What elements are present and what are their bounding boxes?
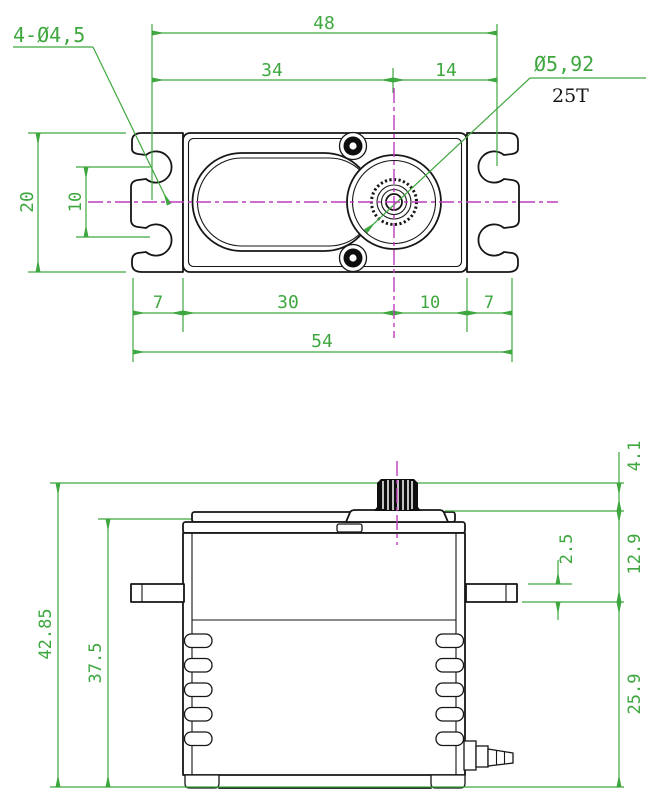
foot-left xyxy=(184,774,220,789)
cooling-fin xyxy=(183,706,213,722)
cooling-fin xyxy=(183,657,213,673)
dim-10-vert-label: 10 xyxy=(66,192,86,212)
dim-20-label: 20 xyxy=(17,191,38,213)
dim-48-label: 48 xyxy=(313,13,335,34)
dim-30-label: 30 xyxy=(277,292,299,313)
cap-detail-bump xyxy=(336,523,363,533)
screw-bottom-hole xyxy=(349,254,357,262)
dim-54-label: 54 xyxy=(311,331,333,352)
cooling-fin xyxy=(183,682,213,698)
dim-25-9-label: 25.9 xyxy=(625,674,645,715)
servo-case-side xyxy=(182,532,466,776)
spline-tooth-count-label: 25T xyxy=(552,85,589,107)
cooling-fin xyxy=(183,731,213,747)
cooling-fins-left xyxy=(183,633,213,747)
dim-10-right-label: 10 xyxy=(420,293,440,313)
top-cap-lower-plate xyxy=(182,521,466,534)
connector-block xyxy=(475,745,489,768)
cooling-fin xyxy=(435,731,465,747)
mounting-flange-right xyxy=(465,583,518,603)
dim-12-9-label: 12.9 xyxy=(625,534,645,575)
dim-34-label: 34 xyxy=(261,60,283,81)
cooling-fins-right xyxy=(435,633,465,747)
top-view-dimensions: 48 34 14 7 30 10 7 54 20 10 4-Ø4,5 xyxy=(13,13,646,362)
spline-shaft-teeth xyxy=(382,480,413,510)
centerlines xyxy=(88,88,558,545)
mounting-flange-left xyxy=(130,583,185,603)
cooling-fin xyxy=(435,706,465,722)
dim-14-label: 14 xyxy=(435,60,457,81)
cooling-fin xyxy=(435,657,465,673)
side-view-dimensions: 42.85 37.5 4.1 12.9 25.9 2.5 xyxy=(36,441,645,788)
mounting-hole-callout: 4-Ø4,5 xyxy=(13,23,85,47)
side-view xyxy=(130,509,518,789)
dim-4-1-label: 4.1 xyxy=(625,441,645,472)
cooling-fin xyxy=(435,633,465,649)
dim-7-left-label: 7 xyxy=(153,293,163,313)
dim-7-right-label: 7 xyxy=(484,293,494,313)
dim-42-85-label: 42.85 xyxy=(36,608,56,659)
cooling-fin xyxy=(435,682,465,698)
connector-plate xyxy=(463,740,477,771)
leader-line-holes xyxy=(92,46,172,206)
spline-diameter-label: Ø5,92 xyxy=(534,52,594,76)
cooling-fin xyxy=(183,633,213,649)
dim-37-5-label: 37.5 xyxy=(86,643,106,684)
dim-2-5-label: 2.5 xyxy=(557,534,577,565)
wire-connector xyxy=(463,740,514,771)
connector-nozzle xyxy=(487,748,514,767)
screw-top-hole xyxy=(349,142,357,150)
foot-right xyxy=(430,774,466,789)
